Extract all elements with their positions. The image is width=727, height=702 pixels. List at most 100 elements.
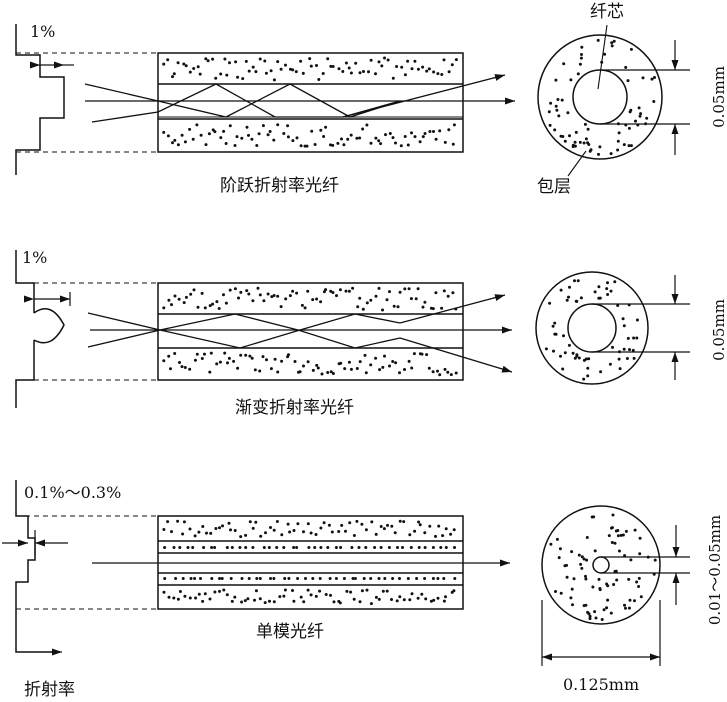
cladding-dot — [251, 526, 255, 530]
cladding-dot — [244, 59, 248, 63]
cladding-dot — [199, 133, 203, 137]
cladding-dot — [215, 362, 219, 366]
cladding-dot — [193, 577, 197, 580]
cladding-dot — [262, 546, 266, 549]
cladding-dot — [205, 531, 208, 535]
cladding-dot — [264, 71, 268, 75]
cladding-dot — [391, 136, 395, 140]
cladding-dot — [418, 523, 422, 527]
cladding-dot — [626, 336, 630, 340]
cladding-dot — [233, 529, 237, 532]
cladding-dot — [585, 558, 589, 562]
cladding-dot — [269, 367, 273, 371]
cladding-dot — [181, 577, 185, 580]
cladding-dot — [358, 360, 362, 364]
cladding-dot — [286, 522, 290, 526]
cladding-dot — [569, 78, 573, 82]
cladding-dot — [364, 371, 368, 375]
cladding-dot — [436, 72, 440, 76]
cladding-dot — [283, 588, 287, 592]
cladding-dot — [639, 112, 643, 116]
cladding-dot — [398, 595, 402, 599]
cladding-dot — [176, 519, 180, 523]
cladding-dot — [291, 289, 295, 293]
cladding-dot — [385, 589, 389, 593]
cladding-dot — [349, 133, 353, 137]
cladding-dot — [218, 526, 221, 530]
cladding-dot — [316, 366, 320, 370]
cladding-dot — [355, 367, 359, 370]
cladding-dot — [329, 64, 333, 68]
single-mode-cladding-dots-top — [162, 519, 456, 539]
step-index-cross-section — [537, 34, 663, 160]
cladding-dot — [409, 297, 413, 301]
cladding-dot — [301, 71, 305, 75]
cladding-dot — [268, 599, 271, 603]
cladding-dot — [616, 139, 620, 143]
cladding-dot — [186, 546, 190, 549]
cladding-dot — [420, 352, 424, 356]
cladding-dot — [408, 533, 412, 537]
graded-index-profile — [15, 250, 65, 408]
cladding-dot — [192, 288, 196, 292]
cladding-dot — [410, 67, 414, 71]
cladding-dot — [409, 546, 413, 549]
cladding-dot — [345, 589, 349, 593]
cladding-dot — [555, 108, 559, 112]
cladding-dot — [444, 546, 448, 549]
single-mode-cladding-dots-inner-top — [163, 546, 456, 549]
cladding-dot — [266, 292, 270, 296]
graded-index-percent-label: 1% — [22, 248, 47, 267]
cladding-dot — [258, 293, 262, 297]
cladding-dot — [174, 577, 178, 580]
cladding-dot — [282, 546, 286, 549]
cladding-dot — [429, 599, 433, 603]
cladding-dot — [413, 529, 417, 533]
cladding-dot — [213, 590, 217, 594]
cladding-dot — [344, 529, 347, 533]
cladding-dot — [214, 527, 218, 530]
cladding-dot — [605, 287, 609, 291]
cladding-dot — [196, 65, 200, 69]
cladding-dot — [629, 47, 633, 51]
cladding-dot — [188, 527, 192, 531]
cladding-dot — [222, 293, 225, 297]
cladding-dot — [625, 357, 629, 360]
single-mode-outer-dimension — [541, 600, 661, 666]
cladding-dot — [577, 553, 581, 557]
cladding-dot — [399, 144, 403, 148]
cladding-dot — [269, 526, 272, 529]
step-index-leaders — [567, 24, 608, 177]
cladding-dot — [555, 537, 559, 541]
cladding-dot — [586, 366, 590, 370]
cladding-dot — [255, 144, 259, 147]
cladding-dot — [553, 321, 557, 325]
cladding-dot — [553, 332, 557, 336]
cladding-dot — [633, 528, 637, 532]
cladding-dot — [442, 599, 446, 603]
cladding-dot — [617, 357, 621, 361]
cladding-dot — [420, 592, 424, 596]
cladding-dot — [254, 589, 258, 593]
cladding-dot — [337, 530, 341, 533]
cladding-dot — [361, 307, 365, 311]
cladding-dot — [653, 76, 656, 79]
cladding-dot — [391, 577, 395, 580]
cladding-dot — [417, 546, 421, 549]
cladding-dot — [551, 324, 555, 328]
cladding-dot — [593, 610, 597, 614]
cladding-dot — [358, 136, 362, 140]
cladding-dot — [207, 132, 211, 136]
cladding-dot — [354, 61, 358, 65]
graded-index-panel: 1% 渐变折射率光纤 0.05mm — [15, 248, 727, 418]
cladding-dot — [241, 77, 245, 81]
cladding-dot — [421, 135, 425, 139]
cladding-dot — [390, 524, 394, 528]
cladding-dot — [554, 590, 557, 593]
graded-index-rays — [87, 294, 513, 373]
single-mode-outer-dim-label: 0.125mm — [563, 675, 639, 694]
cladding-dot — [353, 577, 357, 580]
cladding-dot — [365, 123, 369, 127]
cladding-dot — [379, 142, 383, 146]
cladding-dot — [447, 128, 451, 132]
